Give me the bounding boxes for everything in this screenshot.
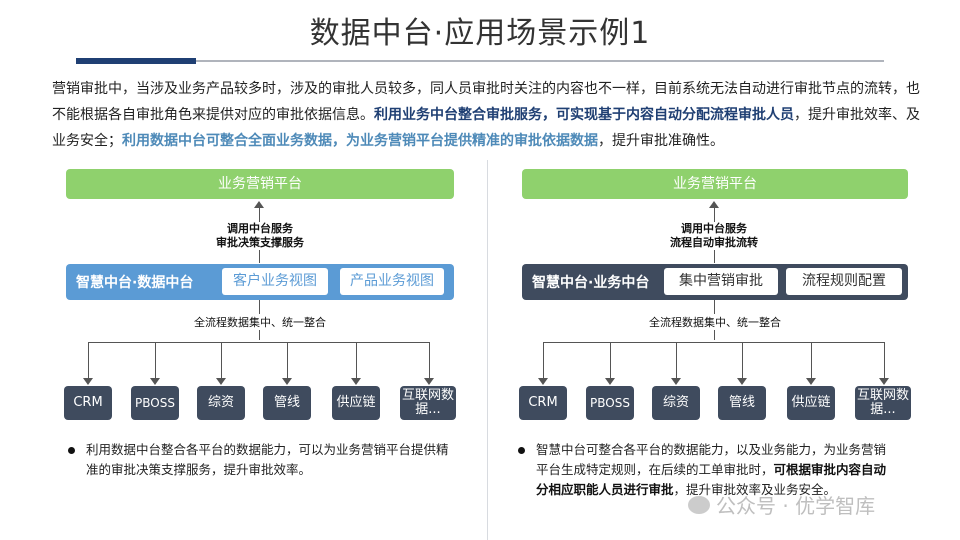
right-bullet-bold: 可根据审批内容自动分相应职能人员进行审批 <box>536 462 887 497</box>
left-drop-head-3 <box>216 378 226 385</box>
right-platform-bar: 业务营销平台 <box>522 169 908 199</box>
watermark-text: 公众号 · 优学智库 <box>716 494 876 518</box>
right-source-pipeline: 管线 <box>718 386 766 420</box>
right-bullet-dot <box>518 447 525 454</box>
intro-text-2: ，提升审批效率、及业务安全； <box>52 107 920 149</box>
right-business-hub: 智慧中台·业务中台 集中营销审批 流程规则配置 <box>522 264 908 300</box>
intro-highlight-data: 利用数据中台可整合全面业务数据，为业务营销平台提供精准的审批依据数据 <box>122 133 598 149</box>
left-source-supply-chain: 供应链 <box>332 386 380 420</box>
right-chip-rules: 流程规则配置 <box>786 268 902 295</box>
left-drop-head-6 <box>424 378 434 385</box>
left-drop-2 <box>155 342 156 379</box>
right-drop-head-2 <box>605 378 615 385</box>
left-source-pipeline: 管线 <box>263 386 311 420</box>
title-divider <box>76 60 884 62</box>
right-drop-6 <box>884 342 885 379</box>
right-bullet-text: 智慧中台可整合各平台的数据能力，以及业务能力，为业务营销平台生成特定规则，在后续… <box>536 440 888 500</box>
left-chip-product-view: 产品业务视图 <box>340 268 444 295</box>
left-source-zongzi: 综资 <box>197 386 245 420</box>
left-service-line1: 调用中台服务 <box>227 222 293 235</box>
left-drop-6 <box>429 342 430 379</box>
left-bullet-dot <box>68 447 75 454</box>
left-drop-head-5 <box>351 378 361 385</box>
watermark: 公众号 · 优学智库 <box>688 490 875 519</box>
wechat-icon <box>688 495 710 514</box>
right-source-pboss: PBOSS <box>586 386 634 420</box>
right-chip-approval: 集中营销审批 <box>664 268 778 295</box>
left-up-arrow-head <box>254 201 264 208</box>
intro-paragraph: 营销审批中，当涉及业务产品较多时，涉及的审批人员较多，同人员审批时关注的内容也不… <box>52 76 920 154</box>
intro-text-3: ，提升审批准确性。 <box>598 133 724 149</box>
right-source-crm: CRM <box>519 386 567 420</box>
right-drop-5 <box>811 342 812 379</box>
left-hub-name: 智慧中台·数据中台 <box>76 275 194 291</box>
left-bullet-text: 利用数据中台整合各平台的数据能力，可以为业务营销平台提供精准的审批决策支撑服务，… <box>86 442 449 477</box>
left-service-label: 调用中台服务 审批决策支撑服务 <box>180 222 340 250</box>
right-bullet-text-1: 智慧中台可整合各平台的数据能力，以及业务能力，为业务营销平台生成特定规则，在后续… <box>536 442 887 477</box>
right-drop-4 <box>742 342 743 379</box>
right-drop-head-5 <box>806 378 816 385</box>
left-platform-bar: 业务营销平台 <box>66 169 454 199</box>
left-drop-head-2 <box>150 378 160 385</box>
right-source-supply-chain: 供应链 <box>787 386 835 420</box>
title-divider-accent <box>76 58 196 64</box>
left-drop-head-4 <box>282 378 292 385</box>
right-drop-2 <box>610 342 611 379</box>
left-drop-3 <box>221 342 222 379</box>
left-drop-4 <box>287 342 288 379</box>
left-source-internet: 互联网数据... <box>400 386 456 420</box>
right-drop-head-6 <box>879 378 889 385</box>
left-data-hub: 智慧中台·数据中台 客户业务视图 产品业务视图 <box>66 264 454 300</box>
right-drop-head-3 <box>671 378 681 385</box>
left-branch-line <box>88 342 429 343</box>
panel-divider <box>487 160 488 540</box>
left-chip-customer-view: 客户业务视图 <box>222 268 328 295</box>
right-service-label: 调用中台服务 流程自动审批流转 <box>634 222 794 250</box>
right-source-internet: 互联网数据... <box>855 386 911 420</box>
left-drop-head-1 <box>83 378 93 385</box>
intro-highlight-business: 利用业务中台整合审批服务，可实现基于内容自动分配流程审批人员 <box>374 107 794 123</box>
right-drop-head-1 <box>538 378 548 385</box>
right-drop-3 <box>676 342 677 379</box>
right-drop-1 <box>543 342 544 379</box>
right-service-line1: 调用中台服务 <box>681 222 747 235</box>
left-drop-1 <box>88 342 89 379</box>
left-collect-label: 全流程数据集中、统一整合 <box>170 314 350 330</box>
right-bullet-text-2: ，提升审批效率及业务安全。 <box>673 482 837 497</box>
left-service-line2: 审批决策支撑服务 <box>216 236 304 249</box>
right-collect-label: 全流程数据集中、统一整合 <box>625 314 805 330</box>
page-title: 数据中台·应用场景示例1 <box>309 16 651 51</box>
right-hub-name: 智慧中台·业务中台 <box>532 275 650 291</box>
intro-text-1: 营销审批中，当涉及业务产品较多时，涉及的审批人员较多，同人员审批时关注的内容也不… <box>52 81 920 123</box>
right-branch-line <box>543 342 884 343</box>
left-source-crm: CRM <box>64 386 112 420</box>
right-service-line2: 流程自动审批流转 <box>670 236 758 249</box>
left-drop-5 <box>356 342 357 379</box>
right-up-arrow-head <box>709 201 719 208</box>
left-source-pboss: PBOSS <box>131 386 179 420</box>
right-source-zongzi: 综资 <box>652 386 700 420</box>
right-drop-head-4 <box>737 378 747 385</box>
